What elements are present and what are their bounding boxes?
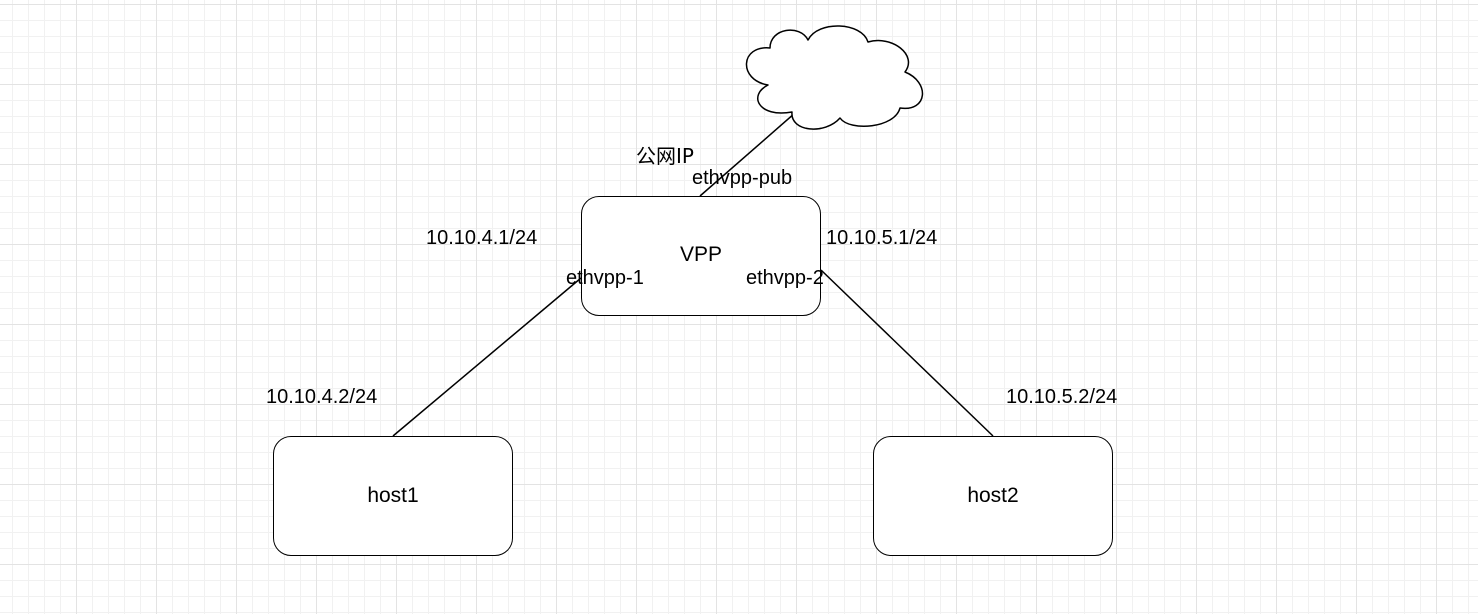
host2-node-label: host2 bbox=[967, 484, 1019, 507]
ip-host1-label: 10.10.4.2/24 bbox=[266, 386, 378, 408]
ethvpp-1-label: ethvpp-1 bbox=[566, 267, 644, 289]
ethvpp-2-label: ethvpp-2 bbox=[746, 267, 824, 289]
link-vpp-cloud[interactable] bbox=[699, 112, 796, 197]
host1-node[interactable]: host1 bbox=[273, 436, 513, 556]
public-ip-label: 公网IP bbox=[636, 144, 694, 168]
host2-node[interactable]: host2 bbox=[873, 436, 1113, 556]
link-vpp-host2[interactable] bbox=[820, 269, 994, 437]
ethvpp-pub-label: ethvpp-pub bbox=[692, 167, 793, 189]
ip-vpp-right-label: 10.10.5.1/24 bbox=[826, 227, 938, 249]
cloud-icon[interactable] bbox=[745, 25, 924, 130]
vpp-node-label: VPP bbox=[679, 243, 723, 266]
vpp-node[interactable]: VPP bbox=[581, 196, 821, 316]
link-vpp-host1[interactable] bbox=[392, 277, 582, 437]
ip-host2-label: 10.10.5.2/24 bbox=[1006, 386, 1118, 408]
host1-node-label: host1 bbox=[367, 484, 419, 507]
ip-vpp-left-label: 10.10.4.1/24 bbox=[426, 227, 538, 249]
